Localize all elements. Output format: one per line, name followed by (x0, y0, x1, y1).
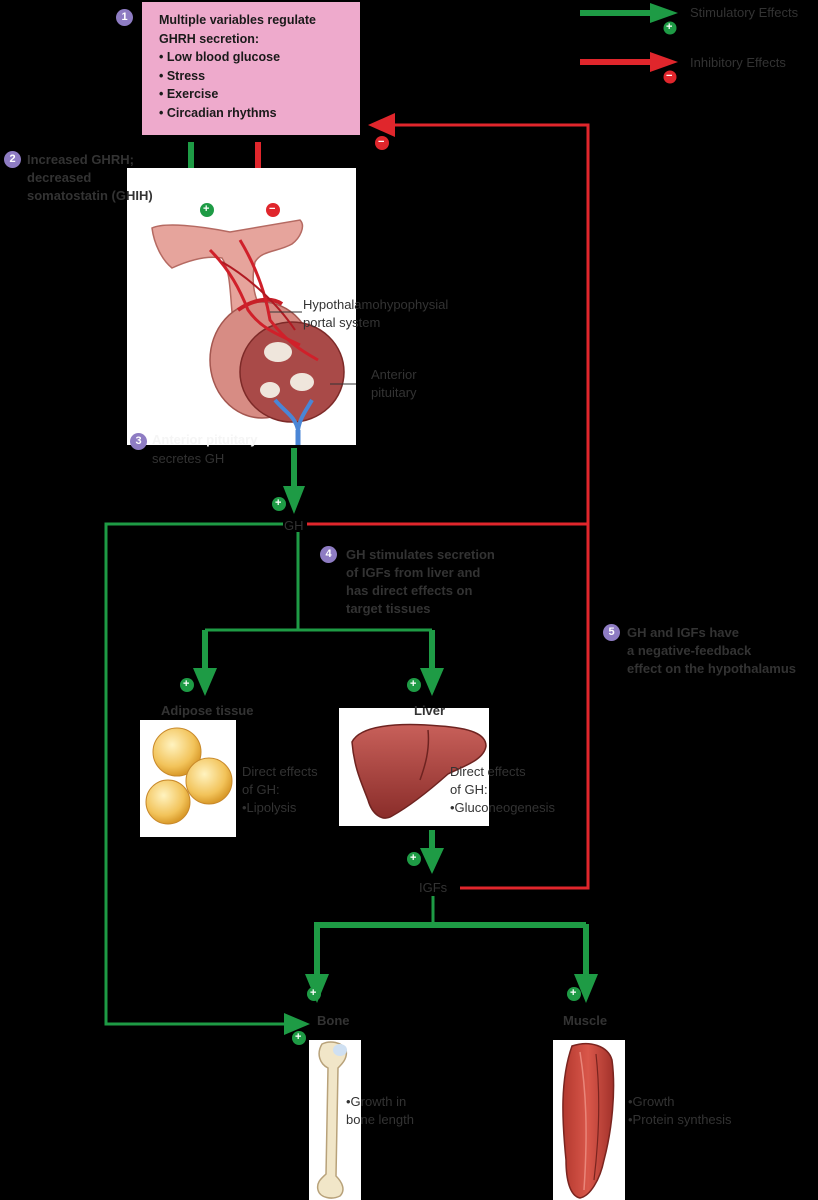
adipose-cells-illustration (145, 727, 233, 825)
step5-text: GH and IGFs have a negative-feedback eff… (627, 625, 797, 676)
step3-title: Anterior pituitary (152, 432, 258, 447)
ghrh-item-stress: • Stress (159, 68, 206, 83)
minus-signs (266, 70, 677, 217)
liver-effects: Direct effects of GH: •Gluconeogenesis (450, 764, 556, 815)
igfs-label: IGFs (419, 880, 448, 895)
arrowhead-muscle (574, 974, 598, 1003)
bone-illustration (316, 1041, 348, 1199)
arrowhead-adipose (193, 668, 217, 696)
step2-text: Increased GHRH; decreased somatostatin (… (27, 152, 153, 203)
muscle-title: Muscle (563, 1013, 608, 1028)
arrowhead-bone-from-gh (284, 1013, 310, 1035)
gh-label: GH (284, 518, 304, 533)
legend-stimulatory-arrow (580, 3, 678, 23)
plus-signs (180, 21, 677, 1045)
legend-inhibitory-label: Inhibitory Effects (690, 55, 786, 70)
ghrh-regulation-box: Multiple variables regulate GHRH secreti… (142, 2, 360, 135)
step-badge-2: 2 (4, 151, 21, 168)
feedback-loop-line (307, 123, 590, 890)
legend-stimulatory-label: Stimulatory Effects (690, 5, 799, 20)
anterior-pituitary-label: Anterior pituitary (371, 367, 417, 400)
bone-title: Bone (317, 1013, 350, 1028)
gh-pathway-lines (104, 522, 435, 1026)
step-badge-4: 4 (320, 546, 337, 563)
liver-title: Liver (414, 703, 446, 718)
arrowhead-gh (283, 486, 305, 514)
legend-inhibitory-arrow (580, 52, 678, 72)
step-badge-1: 1 (116, 9, 133, 26)
step-badge-5: 5 (603, 624, 620, 641)
arrowhead-igfs (420, 848, 444, 874)
muscle-illustration (562, 1042, 615, 1199)
muscle-effects: •Growth •Protein synthesis (628, 1094, 732, 1127)
feedback-arrowhead (368, 113, 395, 137)
liver-illustration (351, 723, 487, 819)
arrowhead-liver (420, 668, 444, 696)
bone-effects: •Growth in bone length (346, 1094, 414, 1127)
ghrh-regulation-title: Multiple variables regulate GHRH secreti… (159, 13, 316, 46)
portal-system-label: Hypothalamohypophysial portal system (303, 297, 449, 330)
step4-text: GH stimulates secretion of IGFs from liv… (346, 547, 495, 616)
ghrh-item-exercise: • Exercise (159, 87, 219, 101)
adipose-title: Adipose tissue (161, 703, 254, 718)
ghrh-item-glucose: • Low blood glucose (159, 50, 281, 64)
step-badge-3: 3 (130, 433, 147, 450)
ghrh-item-circadian: • Circadian rhythms (159, 105, 277, 120)
pituitary-illustration (151, 219, 345, 445)
adipose-effects: Direct effects of GH: •Lipolysis (242, 764, 318, 815)
step3-text: secretes GH (152, 451, 225, 466)
